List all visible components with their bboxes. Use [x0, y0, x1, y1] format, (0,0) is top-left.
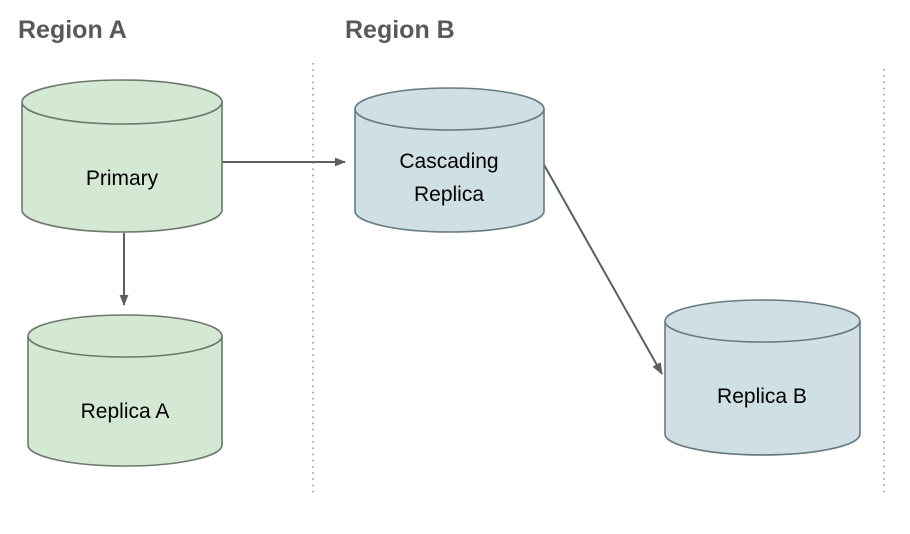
region-dividers — [312, 63, 885, 496]
cascading-replica-label-line1: Cascading — [399, 150, 498, 173]
region-label-a: Region A — [18, 16, 127, 44]
cascading-replica-cylinder-top — [354, 87, 545, 131]
node-primary[interactable]: Primary — [21, 79, 223, 233]
replica-a-cylinder-body — [27, 335, 223, 467]
diagram-edges — [119, 157, 663, 375]
replica-b-label: Replica B — [717, 385, 807, 408]
primary-cylinder-top — [21, 79, 223, 125]
node-replica-b[interactable]: Replica B — [664, 299, 861, 456]
node-cascading-replica[interactable]: Cascading Replica — [354, 87, 545, 233]
replica-a-cylinder-top — [27, 314, 223, 358]
primary-label: Primary — [86, 167, 159, 190]
replica-a-label: Replica A — [81, 400, 170, 423]
region-label-b: Region B — [345, 16, 455, 44]
edge-cascading-replica-to-replica-b[interactable] — [542, 162, 663, 375]
primary-cylinder-body — [21, 101, 223, 233]
replica-b-cylinder-top — [664, 299, 861, 343]
cascading-replica-label-line2: Replica — [414, 183, 484, 206]
cascading-replica-cylinder-body — [354, 108, 545, 233]
replica-b-cylinder-body — [664, 320, 861, 456]
node-replica-a[interactable]: Replica A — [27, 314, 223, 467]
